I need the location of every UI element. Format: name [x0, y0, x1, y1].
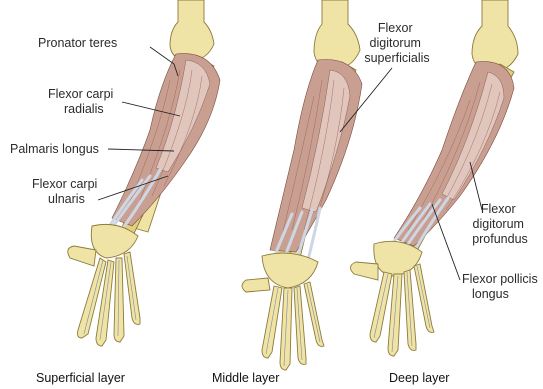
arm-superficial — [68, 0, 220, 346]
label-flexor-carpi-ulnaris: Flexor carpi ulnaris — [32, 177, 101, 206]
label-flexor-carpi-radialis-line2: radialis — [64, 102, 104, 116]
label-fdp-line3: profundus — [472, 232, 528, 246]
label-flexor-digitorum-profundus: Flexor digitorum profundus — [472, 202, 528, 246]
label-fds-line3: superficialis — [364, 51, 429, 65]
label-fds-line2: digitorum — [370, 36, 421, 50]
label-pronator-teres: Pronator teres — [38, 36, 117, 50]
leader-flexor-pollicis-longus — [432, 204, 460, 280]
caption-middle: Middle layer — [212, 371, 279, 385]
label-fdp-line2: digitorum — [473, 217, 524, 231]
label-fpl-line2: longus — [472, 287, 509, 301]
label-fdp-line1: Flexor — [481, 202, 516, 216]
label-flexor-carpi-ulnaris-line1: Flexor carpi — [32, 177, 97, 191]
label-palmaris-longus: Palmaris longus — [10, 142, 99, 156]
arm-middle — [242, 0, 362, 370]
label-flexor-digitorum-superficialis: Flexor digitorum superficialis — [364, 21, 429, 65]
label-fpl-line1: Flexor pollicis — [462, 272, 538, 286]
label-flexor-pollicis-longus: Flexor pollicis longus — [462, 272, 541, 301]
label-fds-line1: Flexor — [378, 21, 413, 35]
label-flexor-carpi-ulnaris-line2: ulnaris — [48, 192, 85, 206]
caption-deep: Deep layer — [389, 371, 449, 385]
label-flexor-carpi-radialis-line1: Flexor carpi — [48, 87, 113, 101]
label-flexor-carpi-radialis: Flexor carpi radialis — [48, 87, 117, 116]
caption-superficial: Superficial layer — [36, 371, 125, 385]
